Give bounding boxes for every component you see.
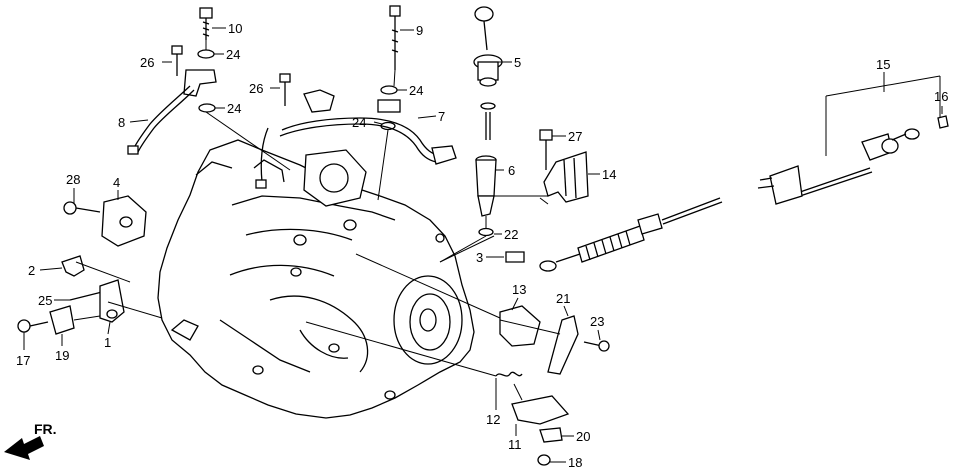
part-2-clip (61, 255, 85, 277)
part-13-bracket (499, 305, 541, 347)
callout-19: 19 (55, 348, 69, 363)
callout-22: 22 (504, 227, 518, 242)
callout-28: 28 (66, 172, 80, 187)
callout-3: 3 (476, 250, 483, 265)
callout-24: 24 (352, 115, 366, 130)
callout-14: 14 (602, 167, 616, 182)
callout-11: 11 (508, 437, 522, 452)
guide-lines (73, 40, 941, 401)
part-9-bolt (389, 5, 401, 70)
callout-24: 24 (227, 101, 241, 116)
callout-26: 26 (140, 55, 154, 70)
transmission-housing (157, 139, 475, 419)
part-18-bolt (537, 454, 551, 466)
callout-8: 8 (118, 115, 125, 130)
leader-lines (23, 27, 943, 463)
shift-cable-center (539, 197, 723, 272)
callout-21: 21 (556, 291, 570, 306)
callout-labels: 10 9 5 26 24 26 24 24 24 7 8 27 6 14 28 … (16, 21, 948, 470)
callout-25: 25 (38, 293, 52, 308)
part-7-pipe (255, 89, 457, 189)
callout-15: 15 (876, 57, 890, 72)
callout-26: 26 (249, 81, 263, 96)
part-16-nut (937, 115, 949, 129)
part-11-lever (511, 395, 570, 425)
callout-7: 7 (438, 109, 445, 124)
washer-24-c (380, 85, 398, 95)
part-12-spring (495, 371, 523, 377)
washer-24-b (198, 103, 216, 113)
callout-18: 18 (568, 455, 582, 470)
part-17-bolt (17, 319, 49, 333)
callout-4: 4 (113, 175, 120, 190)
part-6-tube (475, 155, 497, 217)
callout-20: 20 (576, 429, 590, 444)
oring-22 (478, 227, 494, 237)
part-5-dipstick (473, 6, 503, 140)
callout-24: 24 (226, 47, 240, 62)
part-4-mount (101, 195, 147, 247)
part-26-bolt-a (171, 45, 183, 76)
part-19-bracket (49, 305, 75, 335)
callout-23: 23 (590, 314, 604, 329)
mount-flange (303, 149, 367, 207)
part-1-lever (99, 279, 125, 323)
callout-10: 10 (228, 21, 242, 36)
callout-16: 16 (934, 89, 948, 104)
part-20-clip (539, 427, 563, 443)
part-21-arm (547, 315, 579, 375)
washer-24-a (197, 49, 215, 59)
callout-17: 17 (16, 353, 30, 368)
part-28-bolt (63, 201, 101, 215)
front-direction-label: FR. (34, 421, 57, 437)
callout-5: 5 (514, 55, 521, 70)
callout-6: 6 (508, 163, 515, 178)
callout-13: 13 (512, 282, 526, 297)
part-15-cable (757, 128, 920, 205)
part-10-bolt (199, 7, 213, 40)
callout-2: 2 (28, 263, 35, 278)
callout-27: 27 (568, 129, 582, 144)
front-direction-arrow: FR. (4, 421, 57, 460)
part-27-bolt (539, 129, 553, 170)
part-26-bolt-b (279, 73, 291, 106)
part-23-bolt (583, 340, 610, 352)
part-8-cable (127, 69, 217, 155)
part-14-bracket (543, 151, 589, 203)
part-3-plug (505, 251, 525, 263)
callout-12: 12 (486, 412, 500, 427)
callout-9: 9 (416, 23, 423, 38)
callout-24: 24 (409, 83, 423, 98)
callout-1: 1 (104, 335, 111, 350)
